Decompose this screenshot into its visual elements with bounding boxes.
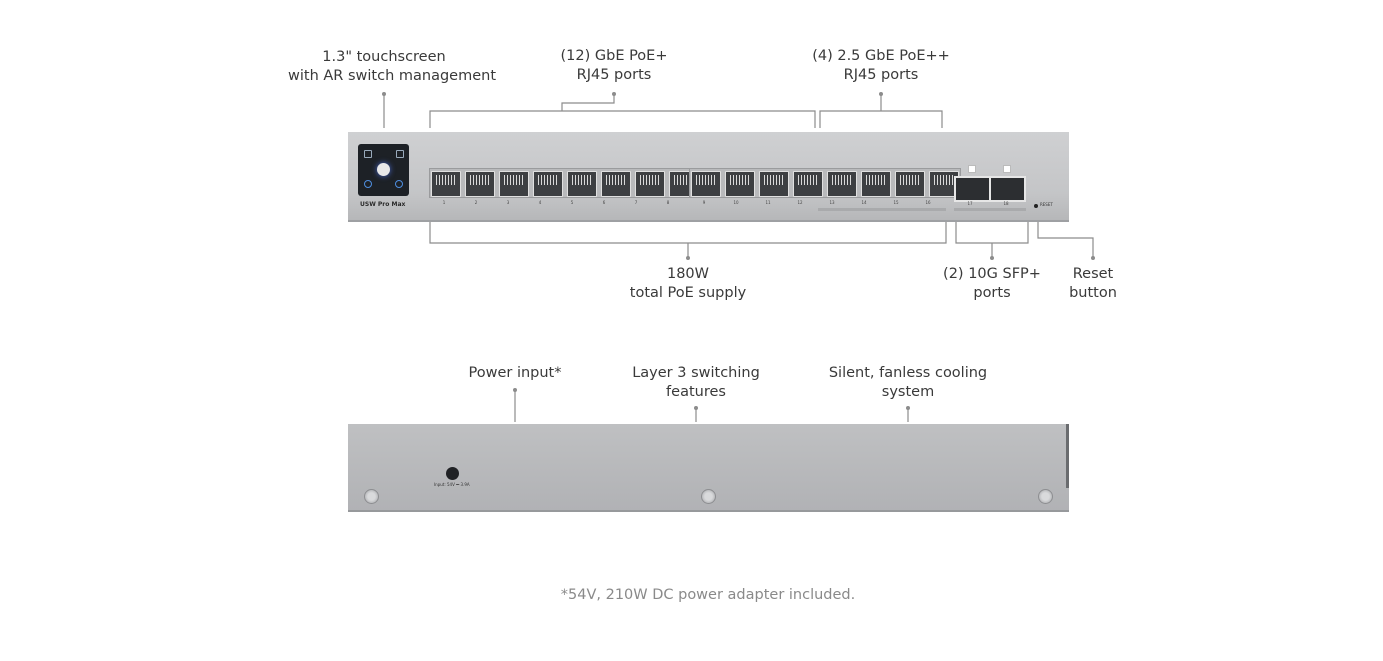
port-group-1-8	[429, 168, 701, 198]
sfp-led	[968, 165, 976, 173]
touchscreen-label-line1: 1.3" touchscreen	[322, 49, 446, 65]
port-number: 15	[893, 200, 899, 205]
port-number: 6	[602, 200, 606, 205]
screw-icon	[364, 489, 379, 504]
poe-supply-label: 180W total PoE supply	[618, 265, 758, 303]
port-number: 13	[829, 200, 835, 205]
port-number: 1	[442, 200, 446, 205]
sfp-bar	[954, 208, 1026, 211]
sfp-port-18[interactable]	[989, 176, 1026, 202]
screen-center-dot	[377, 163, 390, 176]
switch-front-panel: USW Pro Max 1 2 3 4 5 6 7 8 9 10 11 12 1…	[348, 132, 1069, 222]
power-input-label: Power input*	[468, 365, 562, 381]
rj45-port[interactable]	[601, 171, 631, 197]
gbe25-ports-label-line2: RJ45 ports	[843, 67, 919, 83]
gbe25-ports-label: (4) 2.5 GbE PoE++ RJ45 ports	[810, 47, 952, 85]
screw-icon	[1038, 489, 1053, 504]
rj45-port[interactable]	[725, 171, 755, 197]
cooling-label: Silent, fanless cooling system	[820, 364, 996, 402]
rj45-port[interactable]	[567, 171, 597, 197]
sfp-number: 17	[967, 201, 973, 206]
sfp-ports-label: (2) 10G SFP+ ports	[940, 265, 1044, 303]
port-number: 7	[634, 200, 638, 205]
reset-label-line2: button	[1069, 285, 1117, 301]
power-input-text: Input: 54V ⎓ 3.9A	[434, 482, 470, 487]
port-number: 11	[765, 200, 771, 205]
screen-settings-icon	[395, 180, 403, 188]
sfp-port-17[interactable]	[954, 176, 991, 202]
rj45-port[interactable]	[465, 171, 495, 197]
port-number: 3	[506, 200, 510, 205]
screen-info-icon	[364, 180, 372, 188]
port-number: 4	[538, 200, 542, 205]
gbe-ports-label-line1: (12) GbE PoE+	[560, 48, 668, 64]
reset-text: RESET	[1040, 202, 1053, 207]
reset-button[interactable]	[1034, 204, 1038, 208]
screen-signal-icon	[396, 150, 404, 158]
sfp-number: 18	[1003, 201, 1009, 206]
layer3-label-line1: Layer 3 switching	[632, 365, 760, 381]
rj45-port[interactable]	[635, 171, 665, 197]
touchscreen[interactable]	[358, 144, 409, 196]
screen-home-icon	[364, 150, 372, 158]
rj45-port[interactable]	[691, 171, 721, 197]
footnote: *54V, 210W DC power adapter included.	[560, 587, 856, 603]
gbe25-ports-label-line1: (4) 2.5 GbE PoE++	[812, 48, 950, 64]
port-group-9-16	[689, 168, 961, 198]
port-number: 16	[925, 200, 931, 205]
switch-back-panel: Input: 54V ⎓ 3.9A	[348, 424, 1069, 512]
rj45-port[interactable]	[759, 171, 789, 197]
port-number: 10	[733, 200, 739, 205]
port-number: 14	[861, 200, 867, 205]
port-number: 12	[797, 200, 803, 205]
screw-icon	[701, 489, 716, 504]
poe-supply-label-line1: 180W	[666, 266, 709, 282]
sfp-ports-label-line2: ports	[973, 285, 1011, 301]
reset-label: Reset button	[1060, 265, 1126, 303]
cooling-label-line1: Silent, fanless cooling	[828, 365, 988, 381]
rj45-port[interactable]	[533, 171, 563, 197]
rj45-port[interactable]	[431, 171, 461, 197]
rj45-port[interactable]	[793, 171, 823, 197]
model-name: USW Pro Max	[360, 201, 406, 208]
cooling-label-line2: system	[881, 384, 935, 400]
gbe-ports-label: (12) GbE PoE+ RJ45 ports	[554, 47, 674, 85]
poe-supply-label-line2: total PoE supply	[629, 285, 747, 301]
sfp-ports-label-line1: (2) 10G SFP+	[943, 266, 1041, 282]
port-number: 8	[666, 200, 670, 205]
touchscreen-label: 1.3" touchscreen with AR switch manageme…	[288, 48, 497, 86]
layer3-label-line2: features	[666, 384, 726, 400]
sfp-led	[1003, 165, 1011, 173]
poe-plus-plus-bar	[818, 208, 946, 211]
touchscreen-label-line2: with AR switch management	[288, 68, 497, 84]
layer3-label: Layer 3 switching features	[626, 364, 766, 402]
rj45-port[interactable]	[861, 171, 891, 197]
port-number: 9	[702, 200, 706, 205]
power-input-port[interactable]	[446, 467, 459, 480]
rj45-port[interactable]	[499, 171, 529, 197]
port-number: 2	[474, 200, 478, 205]
port-number: 5	[570, 200, 574, 205]
rj45-port[interactable]	[895, 171, 925, 197]
gbe-ports-label-line2: RJ45 ports	[576, 67, 652, 83]
rj45-port[interactable]	[827, 171, 857, 197]
reset-label-line1: Reset	[1072, 266, 1114, 282]
